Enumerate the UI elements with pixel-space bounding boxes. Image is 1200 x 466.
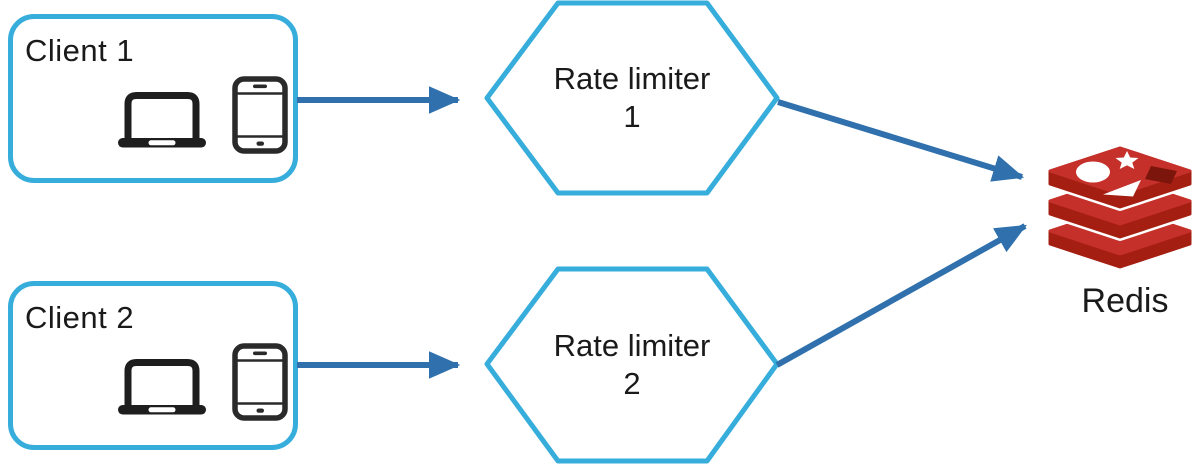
redis-circle-shape (1076, 161, 1110, 183)
rate-limiter-1-label: Rate limiter 1 (482, 60, 782, 136)
rate-limiter-2-label-line2: 2 (623, 366, 641, 401)
rate-limiter-2-label: Rate limiter 2 (482, 327, 782, 403)
client-1-node: Client 1 (8, 14, 298, 183)
redis-star-shape (1115, 151, 1139, 169)
laptop-icon (118, 92, 206, 148)
edge-ratelimiter2-redis (775, 223, 1027, 368)
redis-square-shape (1145, 166, 1177, 184)
rate-limiter-2-label-line1: Rate limiter (553, 328, 711, 363)
smartphone-icon (232, 343, 288, 421)
rate-limiter-1-label-line1: Rate limiter (553, 61, 711, 96)
redis-triangle-shape (1103, 180, 1141, 197)
rate-limiter-1-label-line2: 1 (623, 99, 641, 134)
client-2-label: Client 2 (25, 300, 135, 335)
laptop-icon (118, 359, 206, 415)
edge-ratelimiter1-redis (777, 99, 1025, 182)
redis-layer-top (1046, 146, 1194, 211)
redis-logo-icon (1046, 146, 1194, 271)
redis-label: Redis (1081, 282, 1169, 320)
client-1-label: Client 1 (25, 33, 135, 68)
rate-limiter-1-hexagon (484, 0, 780, 196)
smartphone-icon (232, 76, 288, 154)
client-2-node: Client 2 (8, 281, 298, 450)
